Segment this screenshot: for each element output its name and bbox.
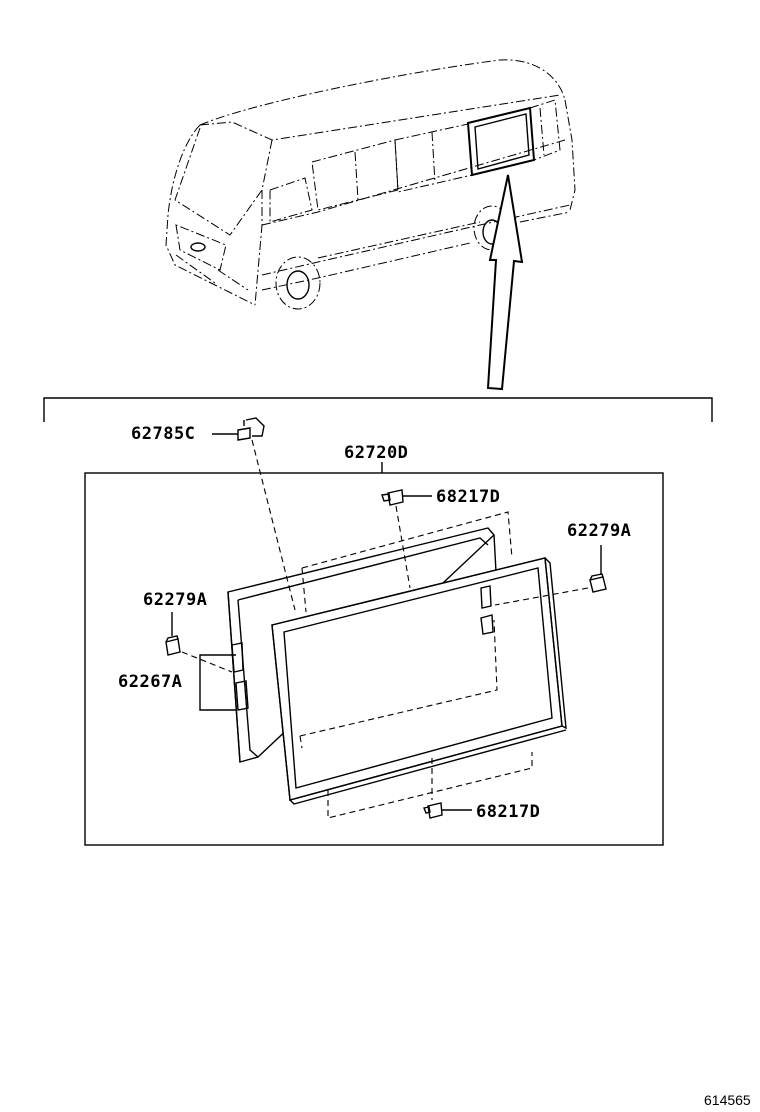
hinge-62785C <box>212 417 296 611</box>
bus-illustration <box>165 59 576 391</box>
spacer-62279A-left <box>165 612 233 673</box>
assembly-frame <box>84 472 664 846</box>
clip-68217D-top <box>381 489 432 589</box>
part-label-68217D-bottom: 68217D <box>476 802 541 822</box>
part-label-68217D-top: 68217D <box>436 487 501 507</box>
part-label-62279A-right: 62279A <box>567 521 632 541</box>
part-label-62720D: 62720D <box>344 443 409 463</box>
part-label-62267A: 62267A <box>118 672 183 692</box>
window-glass <box>271 557 567 805</box>
figure-number: 614565 <box>704 1092 751 1108</box>
clip-68217D-bottom <box>423 802 472 819</box>
assembly-bracket <box>43 397 713 422</box>
part-label-62785C: 62785C <box>131 424 196 444</box>
part-label-62279A-left: 62279A <box>143 590 208 610</box>
spacer-62267A <box>199 642 249 711</box>
spacer-62279A-right <box>480 545 607 635</box>
